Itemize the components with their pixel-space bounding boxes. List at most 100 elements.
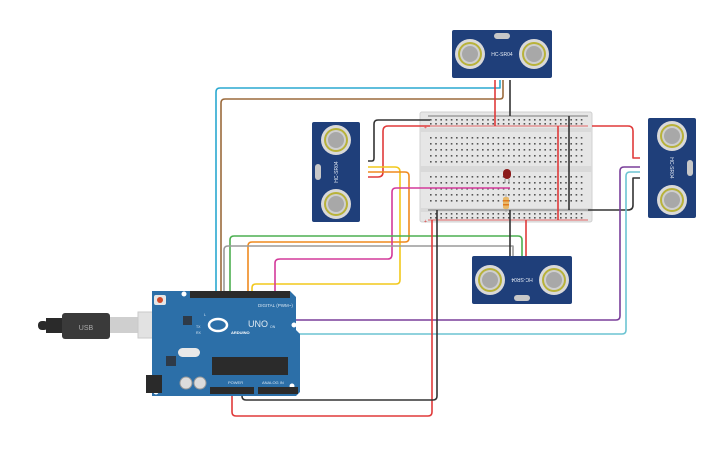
- breadboard-hole: [492, 143, 494, 145]
- sensor-label: HC-SR04: [491, 52, 513, 58]
- wire-brown-top-sensor[interactable]: [220, 80, 504, 296]
- arduino-brand: ARDUINO: [231, 330, 250, 335]
- breadboard-hole: [528, 176, 531, 178]
- power-jack[interactable]: [146, 375, 162, 393]
- breadboard-hole: [482, 137, 484, 139]
- breadboard-hole: [497, 143, 500, 145]
- breadboard-hole: [487, 143, 489, 145]
- breadboard-hole: [534, 119, 536, 121]
- breadboard-hole: [539, 137, 541, 139]
- breadboard-hole: [440, 182, 442, 184]
- breadboard-hole: [471, 123, 474, 125]
- wire-orange-left-sensor[interactable]: [247, 171, 410, 296]
- breadboard[interactable]: + +: [419, 111, 593, 225]
- wires: [215, 80, 640, 417]
- wire-red-right-sensor[interactable]: [592, 125, 640, 159]
- breadboard-hole: [492, 119, 494, 121]
- breadboard-hole: [456, 119, 458, 121]
- breadboard-hole: [570, 194, 572, 196]
- breadboard-hole: [497, 155, 500, 157]
- resistor[interactable]: [503, 194, 509, 212]
- digital-header[interactable]: [190, 291, 290, 298]
- breadboard-hole: [502, 155, 505, 157]
- breadboard-hole: [575, 161, 578, 163]
- breadboard-hole: [456, 213, 458, 215]
- breadboard-hole: [549, 213, 552, 215]
- breadboard-hole: [430, 176, 432, 178]
- wire-green-bottom-sensor[interactable]: [229, 235, 523, 296]
- breadboard-hole: [466, 176, 468, 178]
- wire-black-power[interactable]: [241, 210, 438, 401]
- wire-magenta-led[interactable]: [274, 187, 510, 296]
- breadboard-hole: [445, 200, 448, 202]
- breadboard-hole: [471, 155, 474, 157]
- breadboard-hole: [450, 149, 453, 151]
- breadboard-hole: [461, 119, 463, 121]
- breadboard-hole: [445, 119, 448, 121]
- breadboard-hole: [565, 182, 567, 184]
- sensor-top[interactable]: HC-SR04: [452, 30, 552, 78]
- breadboard-hole: [476, 182, 479, 184]
- breadboard-hole: [565, 161, 567, 163]
- sensor-bottom[interactable]: HC-SR04: [472, 256, 572, 304]
- breadboard-hole: [534, 123, 536, 125]
- breadboard-hole: [440, 155, 442, 157]
- breadboard-hole: [513, 119, 515, 121]
- breadboard-hole: [549, 176, 552, 178]
- breadboard-hole: [508, 194, 510, 196]
- breadboard-hole: [554, 194, 557, 196]
- breadboard-hole: [435, 161, 437, 163]
- breadboard-hole: [502, 194, 505, 196]
- breadboard-hole: [502, 143, 505, 145]
- breadboard-hole: [549, 217, 552, 219]
- breadboard-hole: [575, 213, 578, 215]
- breadboard-hole: [430, 182, 432, 184]
- breadboard-hole: [580, 200, 583, 202]
- breadboard-hole: [482, 143, 484, 145]
- breadboard-hole: [554, 143, 557, 145]
- breadboard-hole: [456, 176, 458, 178]
- wire-black-left-sensor[interactable]: [368, 119, 430, 162]
- breadboard-hole: [570, 176, 572, 178]
- breadboard-hole: [440, 213, 442, 215]
- breadboard-hole: [570, 149, 572, 151]
- power-header[interactable]: [210, 387, 254, 394]
- breadboard-hole: [456, 143, 458, 145]
- led[interactable]: [503, 169, 511, 183]
- breadboard-hole: [523, 149, 526, 151]
- wire-gray-bottom-sensor[interactable]: [223, 245, 514, 296]
- sensor-left[interactable]: HC-SR04: [312, 122, 360, 222]
- wire-black-right-sensor[interactable]: [588, 177, 640, 211]
- breadboard-hole: [487, 176, 489, 178]
- breadboard-hole: [528, 188, 531, 190]
- rx-label: RX: [196, 331, 202, 335]
- breadboard-hole: [534, 194, 536, 196]
- breadboard-hole: [554, 188, 557, 190]
- arduino-uno[interactable]: DIGITAL (PWM~) ARDUINO UNO ON TX RX L PO…: [146, 291, 300, 396]
- wire-red-power[interactable]: [231, 220, 433, 417]
- breadboard-hole: [554, 149, 557, 151]
- breadboard-hole: [575, 155, 578, 157]
- breadboard-hole: [528, 200, 531, 202]
- wire-cyan-top-sensor[interactable]: [215, 80, 501, 296]
- wire-yellow-left-sensor[interactable]: [251, 166, 401, 296]
- breadboard-hole: [513, 155, 515, 157]
- breadboard-hole: [430, 119, 432, 121]
- usb-cable[interactable]: USB: [38, 311, 155, 339]
- breadboard-hole: [466, 200, 468, 202]
- wire-red-left-sensor[interactable]: [368, 125, 430, 178]
- breadboard-hole: [435, 119, 437, 121]
- breadboard-hole: [549, 194, 552, 196]
- breadboard-hole: [497, 176, 500, 178]
- breadboard-hole: [528, 119, 531, 121]
- breadboard-hole: [482, 217, 484, 219]
- breadboard-hole: [565, 176, 567, 178]
- breadboard-hole: [580, 188, 583, 190]
- sensor-label: HC-SR04: [511, 276, 533, 282]
- breadboard-hole: [487, 149, 489, 151]
- sensor-right[interactable]: HC-SR04: [648, 118, 696, 218]
- breadboard-hole: [513, 176, 515, 178]
- analog-header[interactable]: [258, 387, 298, 394]
- crystal: [315, 164, 321, 180]
- breadboard-hole: [502, 182, 505, 184]
